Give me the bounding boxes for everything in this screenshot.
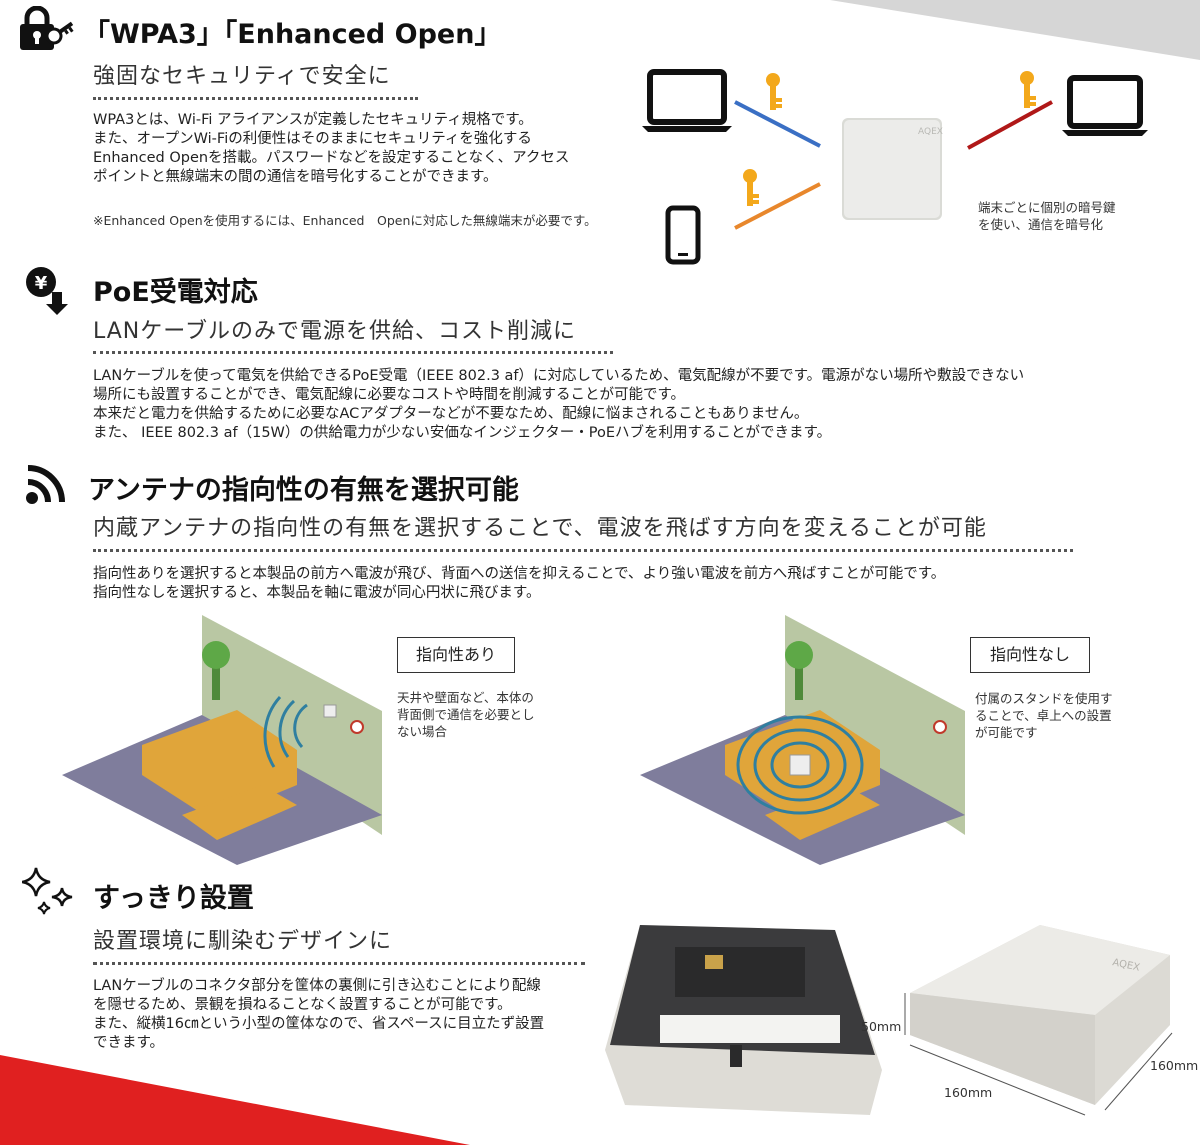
svg-text:AQEX: AQEX: [918, 127, 943, 137]
key-icon: [743, 169, 759, 206]
wifi-signal-icon: [24, 462, 70, 506]
wpa3-divider: [93, 97, 418, 100]
right-desc-2: ることで、卓上への設置: [975, 708, 1112, 723]
right-desc-3: が可能です: [975, 725, 1038, 740]
left-desc-1: 天井や壁面など、本体の: [397, 690, 534, 705]
poe-subtitle: LANケーブルのみで電源を供給、コスト削減に: [93, 319, 576, 344]
lock-key-icon: [18, 6, 74, 54]
design-line-1: LANケーブルのコネクタ部分を筐体の裏側に引き込むことにより配線: [93, 978, 541, 994]
antenna-body: 指向性ありを選択すると本製品の前方へ電波が飛び、背面への送信を抑えることで、より…: [93, 565, 945, 603]
directional-off-label: 指向性なし: [970, 637, 1090, 673]
poe-divider: [93, 351, 613, 354]
caption-line-1: 端末ごとに個別の暗号鍵: [978, 200, 1116, 215]
design-body: LANケーブルのコネクタ部分を筐体の裏側に引き込むことにより配線 を隠せるため、…: [93, 977, 544, 1053]
device-front-image: AQEX: [904, 925, 1173, 1116]
antenna-line-1: 指向性ありを選択すると本製品の前方へ電波が飛び、背面への送信を抑えることで、より…: [93, 566, 946, 582]
right-desc-1: 付属のスタンドを使用す: [975, 691, 1113, 706]
directional-off-desc: 付属のスタンドを使用す ることで、卓上への設置 が可能です: [975, 690, 1113, 741]
wpa3-body: WPA3とは、Wi-Fi アライアンスが定義したセキュリティ規格です。 また、オ…: [93, 111, 569, 187]
dimension-height: 50mm: [861, 1019, 902, 1034]
smartphone-icon: [665, 205, 701, 265]
design-line-4: できます。: [93, 1035, 165, 1051]
wpa3-line-1: WPA3とは、Wi-Fi アライアンスが定義したセキュリティ規格です。: [93, 112, 533, 128]
room-directional-illustration: [62, 615, 382, 865]
wpa3-subtitle: 強固なセキュリティで安全に: [93, 64, 391, 89]
access-point-image: AQEX: [842, 118, 943, 220]
laptop-icon: [642, 69, 732, 132]
wpa3-line-3: Enhanced Openを搭載。パスワードなどを設定することなく、アクセス: [93, 150, 570, 166]
design-line-3: また、縦横16㎝という小型の筐体なので、省スペースに目立たず設置: [93, 1016, 545, 1032]
design-divider: [93, 962, 585, 965]
dimension-depth: 160mm: [1150, 1058, 1199, 1073]
antenna-divider: [93, 549, 1073, 552]
poe-line-1: LANケーブルを使って電気を供給できるPoE受電（IEEE 802.3 af）に…: [93, 368, 1025, 384]
yen-down-icon: ¥: [24, 266, 70, 316]
design-title: すっきり設置: [93, 883, 254, 914]
antenna-subtitle: 内蔵アンテナの指向性の有無を選択することで、電波を飛ばす方向を変えることが可能: [93, 516, 987, 541]
poe-body: LANケーブルを使って電気を供給できるPoE受電（IEEE 802.3 af）に…: [93, 367, 1024, 443]
wpa3-title: 「WPA3」「Enhanced Open」: [83, 19, 502, 50]
left-desc-3: ない場合: [397, 724, 448, 739]
svg-text:¥: ¥: [35, 273, 48, 294]
antenna-title: アンテナの指向性の有無を選択可能: [88, 475, 519, 506]
diagram-caption: 端末ごとに個別の暗号鍵 を使い、通信を暗号化: [978, 199, 1116, 233]
poe-title: PoE受電対応: [93, 277, 258, 308]
encryption-diagram: AQEX: [642, 69, 1148, 265]
wpa3-note: ※Enhanced Openを使用するには、Enhanced Openに対応した…: [93, 213, 597, 228]
poe-line-3: 本来だと電力を供給するために必要なACアダプターなどが不要なため、配線に悩まされ…: [93, 406, 809, 422]
sparkle-icon: [22, 866, 76, 916]
room-omni-illustration: [640, 615, 965, 865]
left-desc-2: 背面側で通信を必要とし: [397, 707, 535, 722]
wpa3-line-2: また、オープンWi-Fiの利便性はそのままにセキュリティを強化する: [93, 131, 532, 147]
poe-line-2: 場所にも設置することができ、電気配線に必要なコストや時間を削減することが可能です…: [93, 387, 686, 403]
directional-on-desc: 天井や壁面など、本体の 背面側で通信を必要とし ない場合: [397, 689, 535, 740]
laptop-icon: [1062, 75, 1148, 136]
dimension-width: 160mm: [944, 1085, 993, 1100]
design-subtitle: 設置環境に馴染むデザインに: [93, 929, 393, 954]
directional-on-label: 指向性あり: [397, 637, 515, 673]
design-line-2: を隠せるため、景観を損ねることなく設置することが可能です。: [93, 997, 512, 1013]
caption-line-2: を使い、通信を暗号化: [978, 217, 1104, 232]
wpa3-line-4: ポイントと無線端末の間の通信を暗号化することができます。: [93, 169, 498, 185]
antenna-line-2: 指向性なしを選択すると、本製品を軸に電波が同心円状に飛びます。: [93, 585, 541, 601]
key-icon: [766, 73, 782, 110]
poe-line-4: また、 IEEE 802.3 af（15W）の供給電力が少ない安価なインジェクタ…: [93, 425, 832, 441]
device-back-image: [605, 925, 882, 1115]
key-icon: [1020, 71, 1036, 108]
